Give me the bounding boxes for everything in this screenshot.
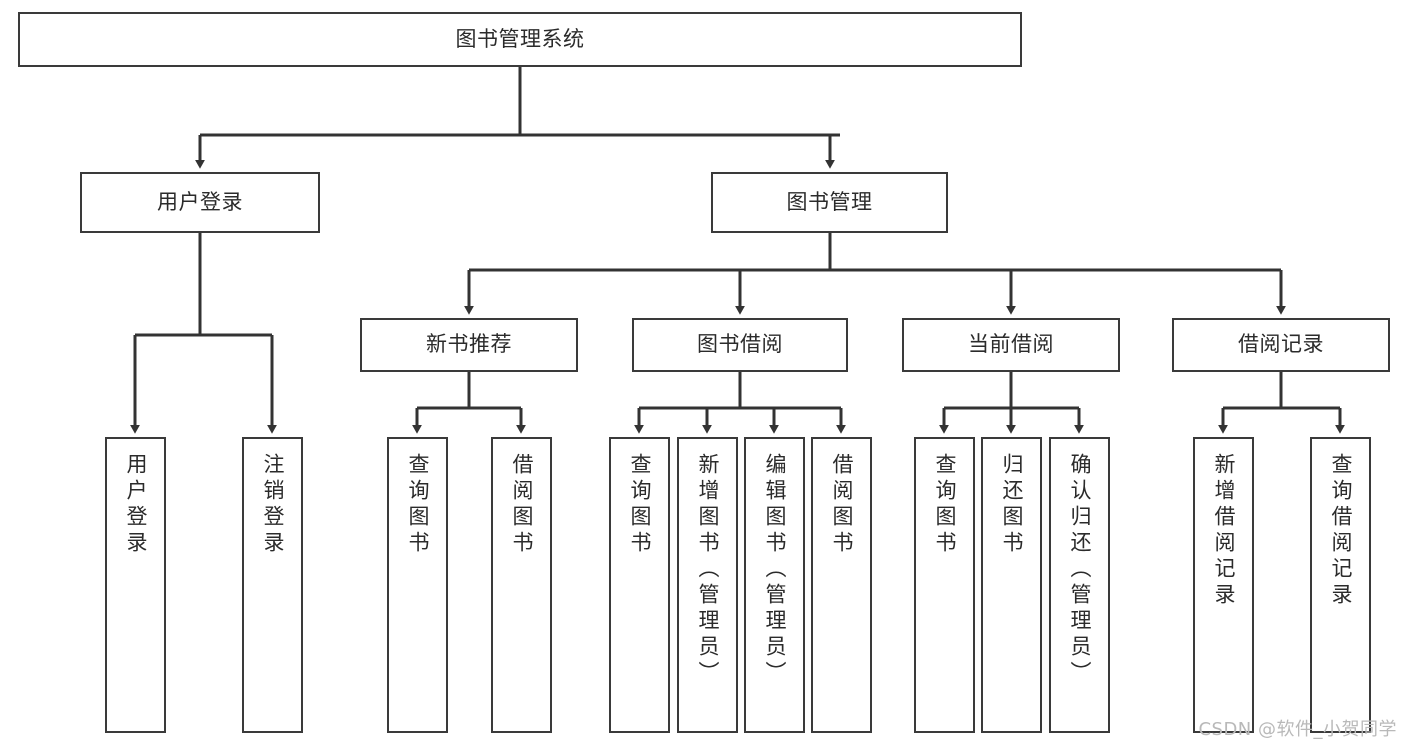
node-label: 图书借阅	[697, 332, 783, 357]
node-label: 新书推荐	[426, 332, 512, 357]
node-label: 用户登录	[124, 453, 148, 557]
node-label: 编辑图书（管理员）	[763, 453, 787, 687]
node-label: 新增图书（管理员）	[696, 453, 720, 687]
node-user-login[interactable]: 用户登录	[80, 172, 320, 233]
leaf-user-login[interactable]: 用户登录	[105, 437, 166, 733]
leaf-record-add-borrow-record[interactable]: 新增借阅记录	[1193, 437, 1254, 733]
leaf-borrow-query-book[interactable]: 查询图书	[609, 437, 670, 733]
node-label: 借阅图书	[830, 453, 854, 557]
node-book-management[interactable]: 图书管理	[711, 172, 948, 233]
csdn-watermark: CSDN @软件_小贺同学	[1198, 719, 1397, 740]
leaf-current-confirm-return-admin[interactable]: 确认归还（管理员）	[1049, 437, 1110, 733]
leaf-borrow-borrow-book[interactable]: 借阅图书	[811, 437, 872, 733]
leaf-recommend-query-book[interactable]: 查询图书	[387, 437, 448, 733]
node-label: 用户登录	[157, 189, 243, 214]
node-new-book-recommend[interactable]: 新书推荐	[360, 318, 578, 372]
leaf-borrow-edit-book-admin[interactable]: 编辑图书（管理员）	[744, 437, 805, 733]
node-label: 确认归还（管理员）	[1068, 453, 1092, 687]
node-label: 查询借阅记录	[1329, 453, 1353, 609]
leaf-record-query-borrow-record[interactable]: 查询借阅记录	[1310, 437, 1371, 733]
leaf-recommend-borrow-book[interactable]: 借阅图书	[491, 437, 552, 733]
node-label: 归还图书	[1000, 453, 1024, 557]
node-label: 图书管理	[786, 189, 873, 214]
leaf-current-query-book[interactable]: 查询图书	[914, 437, 975, 733]
node-label: 查询图书	[628, 453, 652, 557]
node-label: 查询图书	[933, 453, 957, 557]
node-borrow-record[interactable]: 借阅记录	[1172, 318, 1390, 372]
leaf-borrow-add-book-admin[interactable]: 新增图书（管理员）	[677, 437, 738, 733]
leaf-current-return-book[interactable]: 归还图书	[981, 437, 1042, 733]
node-label: 注销登录	[261, 453, 285, 557]
node-label: 新增借阅记录	[1212, 453, 1236, 609]
node-label: 借阅图书	[510, 453, 534, 557]
node-book-borrow[interactable]: 图书借阅	[632, 318, 848, 372]
node-label: 图书管理系统	[455, 26, 585, 51]
node-current-borrow[interactable]: 当前借阅	[902, 318, 1120, 372]
node-label: 当前借阅	[968, 332, 1054, 357]
node-label: 借阅记录	[1238, 332, 1324, 357]
node-root-book-management-system[interactable]: 图书管理系统	[18, 12, 1022, 67]
leaf-user-logout[interactable]: 注销登录	[242, 437, 303, 733]
node-label: 查询图书	[406, 453, 430, 557]
